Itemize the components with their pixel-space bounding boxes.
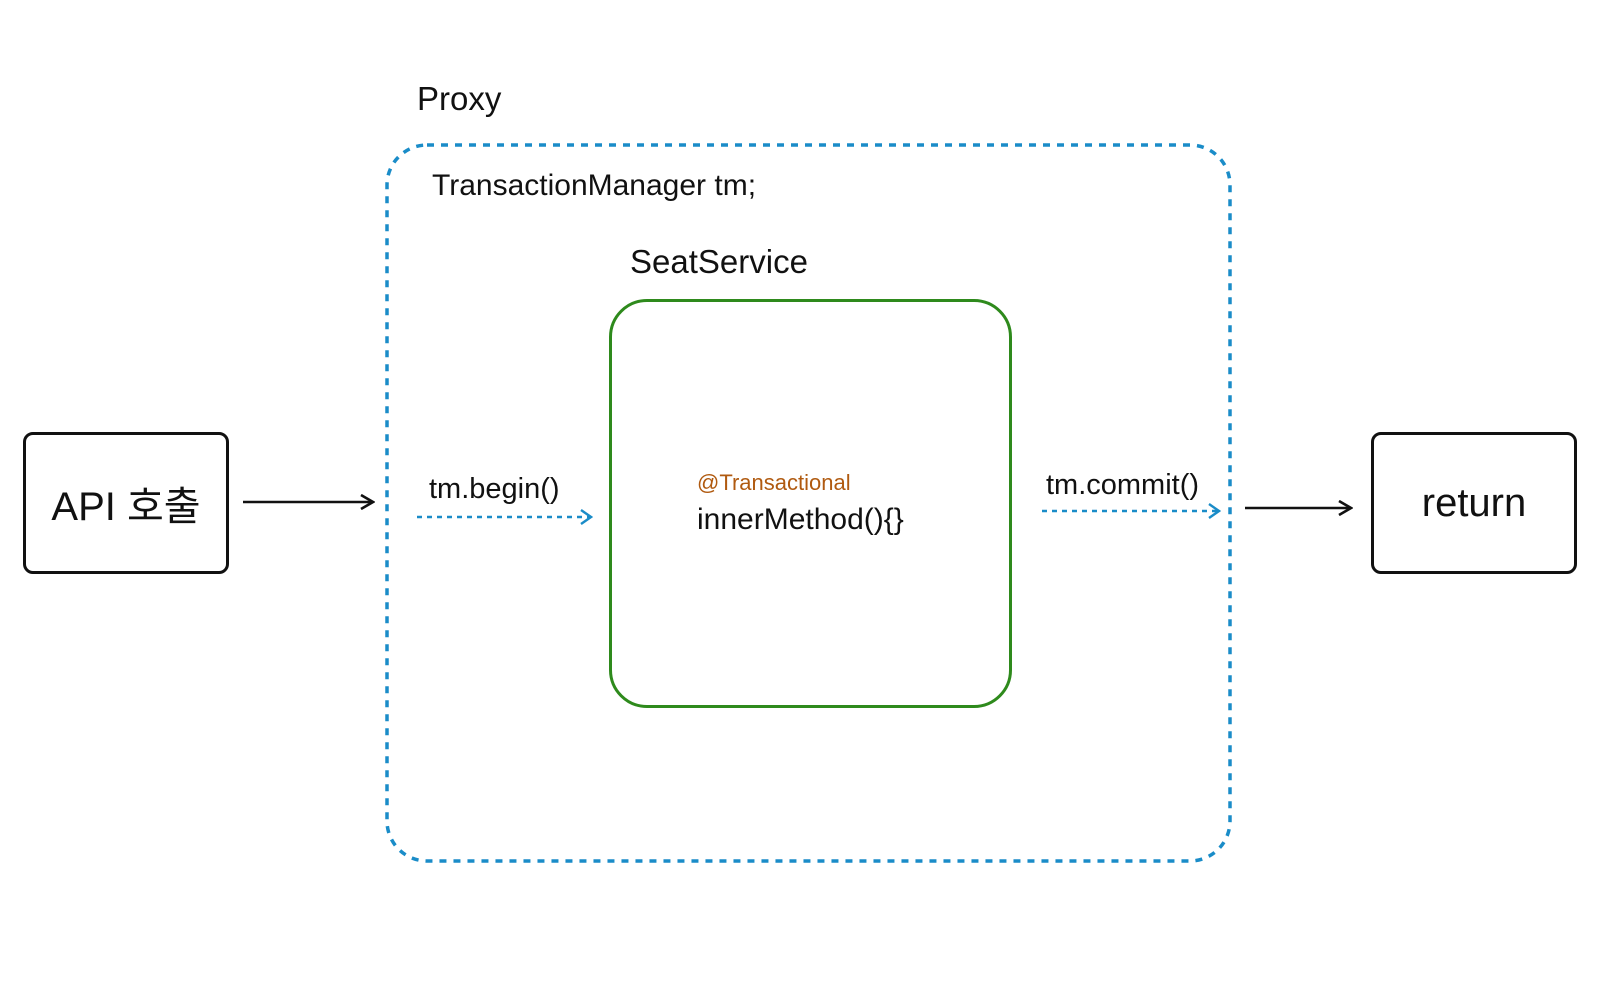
inner-method-label: innerMethod(){} <box>697 503 904 536</box>
return-label: return <box>1421 480 1527 525</box>
api-call-node: API 호출 <box>23 432 229 574</box>
return-node: return <box>1371 432 1577 574</box>
transactional-annotation: @Transactional <box>697 470 851 495</box>
transaction-manager-field: TransactionManager tm; <box>432 169 757 202</box>
service-title: SeatService <box>630 243 808 280</box>
commit-label: tm.commit() <box>1046 469 1200 501</box>
begin-label: tm.begin() <box>429 473 560 505</box>
api-call-label: API 호출 <box>51 485 201 529</box>
proxy-title: Proxy <box>417 80 502 117</box>
seat-service-box <box>609 299 1012 708</box>
